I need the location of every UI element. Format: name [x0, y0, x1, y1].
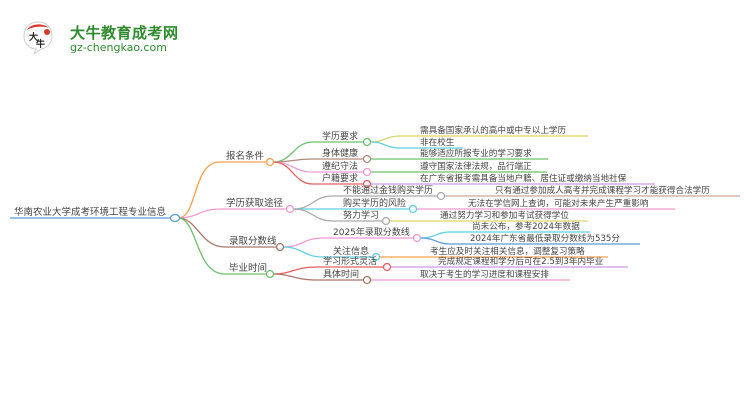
node-buying-risk[interactable]: 购买学历的风险	[343, 197, 406, 209]
branch-1-node-circle[interactable]	[265, 157, 275, 167]
leaf-text: 需具备国家承认的高中或中专以上学历	[420, 124, 567, 136]
node-specific-time[interactable]: 具体时间	[323, 268, 359, 280]
logo-badge-text-2: 牛	[36, 38, 45, 50]
node-household-registration[interactable]: 户籍要求	[322, 172, 358, 184]
logo-badge-icon: 大 牛	[23, 21, 53, 54]
edge-b2-c3	[292, 208, 382, 222]
node-circle[interactable]	[362, 137, 372, 147]
branch-graduation-time[interactable]: 毕业时间	[229, 262, 267, 274]
node-circle[interactable]	[371, 252, 381, 262]
node-circle[interactable]	[362, 167, 372, 177]
node-circle[interactable]	[381, 216, 391, 226]
branch-admission-scores[interactable]: 录取分数线	[229, 235, 277, 247]
edge-root-branch-2	[177, 208, 288, 219]
node-no-buying-degree[interactable]: 不能通过金钱购买学历	[343, 184, 433, 196]
node-education-requirement[interactable]: 学历要求	[322, 130, 358, 142]
leaf-text: 考生应及时关注相关信息，调整复习策略	[430, 245, 585, 257]
leaf-text: 非在校生	[420, 136, 455, 148]
edge-b3-c1-l2	[420, 237, 640, 245]
leaf-text: 只有通过参加成人高考并完成课程学习才能获得合法学历	[495, 184, 710, 196]
leaf-text: 能够适应所报专业的学习要求	[420, 147, 532, 159]
edge-b1-c1-l1	[370, 135, 588, 143]
node-follow-info[interactable]: 关注信息	[333, 245, 369, 257]
node-law-abiding[interactable]: 遵纪守法	[322, 160, 358, 172]
leaf-text: 遵守国家法律法规，品行端正	[420, 160, 532, 172]
leaf-text: 2024年广东省最低录取分数线为535分	[470, 232, 620, 244]
node-circle[interactable]	[362, 179, 372, 189]
leaf-text: 无法在学信网上查询，可能对未来产生严重影响	[468, 197, 649, 209]
edge-b3-c1	[282, 237, 413, 248]
root-node-circle[interactable]	[169, 213, 181, 223]
edge-root-branch-1	[177, 161, 268, 219]
leaf-text: 取决于考生的学习进度和课程安排	[420, 268, 549, 280]
logo-url: gz-chengkao.com	[70, 41, 167, 54]
node-circle[interactable]	[412, 233, 422, 243]
leaf-text: 通过努力学习和参加考试获得学位	[440, 209, 569, 221]
branch-registration-requirements[interactable]: 报名条件	[226, 150, 265, 162]
edge-b1-c1-l2	[370, 141, 463, 149]
site-logo[interactable]: 大 牛 大牛教育成考网 gz-chengkao.com	[18, 18, 178, 58]
leaf-text: 完成规定课程和学分后可在2.5到3年内毕业	[438, 255, 604, 267]
node-circle[interactable]	[436, 191, 446, 201]
node-circle[interactable]	[382, 262, 392, 272]
branch-2-node-circle[interactable]	[285, 204, 295, 214]
branch-3-node-circle[interactable]	[275, 242, 285, 252]
logo-badge-text-1: 大	[29, 31, 38, 43]
node-circle[interactable]	[362, 275, 372, 285]
edge-root-branch-4	[177, 217, 268, 275]
branch-4-node-circle[interactable]	[265, 269, 275, 279]
edge-b4-c2	[272, 273, 363, 281]
branch-degree-acquisition[interactable]: 学历获取途径	[226, 197, 284, 209]
leaf-text: 在广东省报考需具备当地户籍、居住证或缴纳当地社保	[420, 172, 627, 184]
node-circle[interactable]	[362, 154, 372, 164]
root-topic[interactable]: 华南农业大学成考环境工程专业信息	[14, 206, 166, 218]
node-health[interactable]: 身体健康	[322, 147, 358, 159]
leaf-text: 尚未公布，参考2024年数据	[472, 220, 580, 232]
edge-b3-c2	[282, 246, 372, 258]
edge-root-branch-3	[177, 217, 278, 248]
node-study-hard[interactable]: 努力学习	[343, 209, 379, 221]
node-2025-scores[interactable]: 2025年录取分数线	[333, 226, 410, 238]
node-circle[interactable]	[408, 204, 418, 214]
logo-title: 大牛教育成考网	[70, 24, 179, 42]
node-flexible-study[interactable]: 学习形式灵活	[323, 255, 377, 267]
edge-b1-c4	[272, 161, 363, 185]
